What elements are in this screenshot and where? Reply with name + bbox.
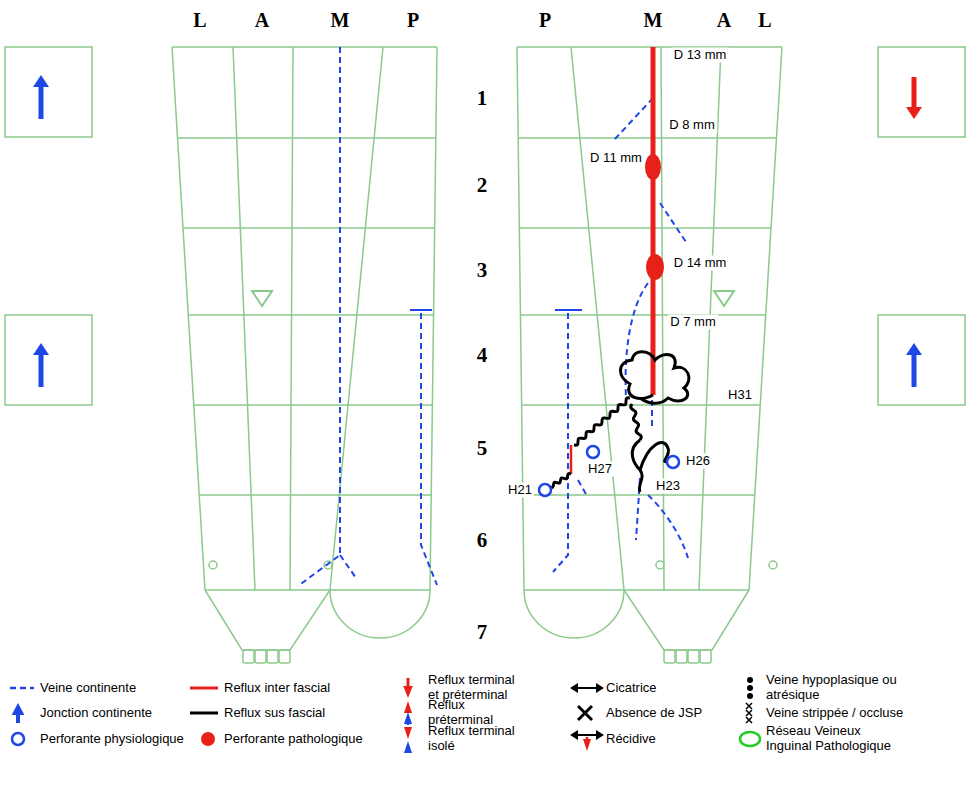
column-header: L (193, 9, 206, 32)
callout-label: H27 (586, 462, 614, 477)
level-number: 6 (477, 528, 488, 552)
legend-entry: Perforante pathologique (224, 732, 394, 747)
leg-outline (517, 47, 782, 663)
callout-label: H23 (654, 479, 682, 494)
column-header: M (644, 9, 663, 32)
legend-entry: Veine continente (40, 681, 190, 696)
junction-boxes (5, 47, 965, 405)
legend-entry: Veine hypoplasique ou atrésique (766, 673, 906, 703)
callout-label: H31 (726, 388, 754, 403)
callout-label: H26 (684, 454, 712, 469)
level-number: 7 (477, 620, 488, 644)
callout-label: D 11 mm (588, 151, 644, 166)
legend-entry: Récidive (606, 732, 731, 747)
legend-entry: Jonction continente (40, 706, 190, 721)
level-number: 2 (477, 173, 488, 197)
level-number: 5 (477, 436, 488, 460)
legend-entry: Absence de JSP (606, 706, 731, 721)
callout-label: D 14 mm (672, 256, 729, 271)
column-header: A (717, 9, 731, 32)
veins (298, 47, 689, 586)
column-header: P (539, 9, 551, 32)
level-number: 4 (477, 343, 488, 367)
leg-markers (209, 291, 777, 569)
column-header: A (255, 9, 269, 32)
legend-icons (10, 677, 760, 753)
column-header: P (407, 9, 419, 32)
column-header: M (331, 9, 350, 32)
callout-label: D 13 mm (672, 48, 729, 63)
leg-outline (172, 47, 437, 663)
legend-entry: Réseau Veineux Inguinal Pathologique (766, 724, 906, 754)
legend-entry: Cicatrice (606, 681, 731, 696)
legend-entry: Reflux terminal isolé (428, 724, 528, 754)
legend-entry: Reflux inter fascial (224, 681, 394, 696)
callout-label: H21 (506, 483, 534, 498)
callout-label: D 8 mm (667, 118, 717, 133)
legend-entry: Reflux sus fascial (224, 706, 394, 721)
legend-entry: Perforante physiologique (40, 732, 190, 747)
legend-entry: Veine strippée / occluse (766, 706, 906, 721)
callout-label: D 7 mm (668, 315, 718, 330)
level-number: 3 (477, 258, 488, 282)
level-number: 1 (477, 86, 488, 110)
column-header: L (758, 9, 771, 32)
